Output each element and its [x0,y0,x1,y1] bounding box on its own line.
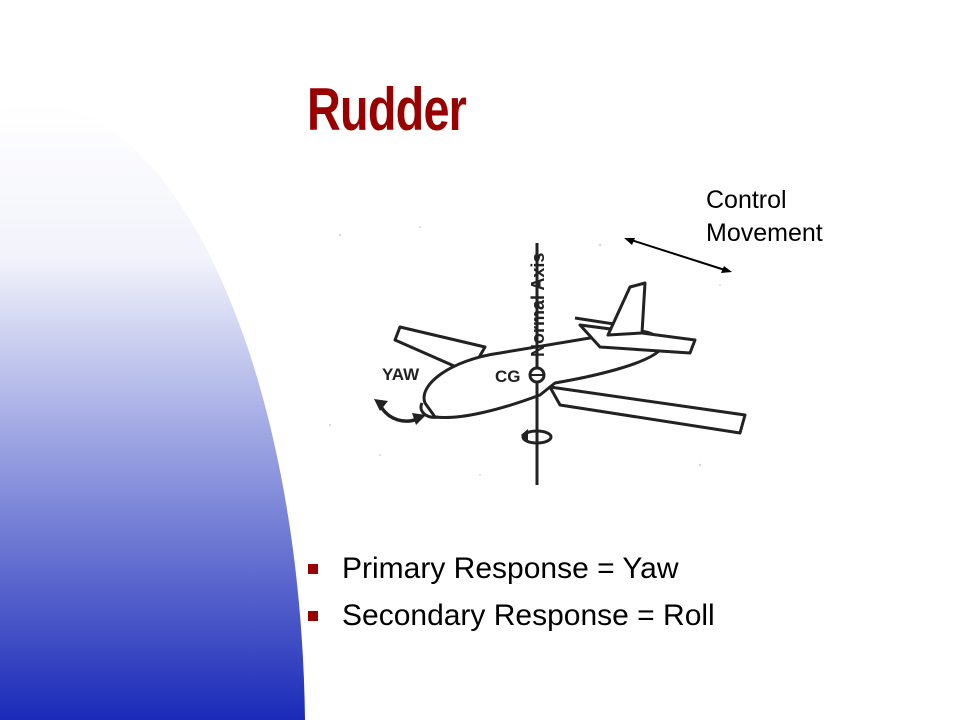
bullet-text: Primary Response = Yaw [342,551,679,585]
control-movement-label: Control Movement [706,184,823,249]
yaw-label: YAW [382,365,420,384]
vertical-stabilizer-rudder [606,281,647,337]
slide-title: Rudder [307,76,467,143]
response-bullet-list: Primary Response = Yaw Secondary Respons… [308,545,715,639]
scan-noise [328,226,721,476]
yaw-arrow [374,399,426,425]
bullet-text: Secondary Response = Roll [342,598,715,632]
aircraft-yaw-diagram: CG Normal Axis YAW [328,226,747,485]
callout-arrow [624,238,732,273]
callout-line-1: Control [706,186,787,214]
normal-axis-label: Normal Axis [528,253,548,357]
callout-line-2: Movement [706,218,823,247]
bullet-primary-response: Primary Response = Yaw [308,545,715,592]
bullet-secondary-response: Secondary Response = Roll [308,592,715,639]
bullet-marker [308,563,318,574]
bullet-marker [308,610,318,621]
left-gradient-band [0,104,305,720]
cg-marker [528,366,546,384]
axis-rotation-arrow [521,429,553,445]
right-wing [548,385,747,435]
cg-label: CG [495,367,521,386]
